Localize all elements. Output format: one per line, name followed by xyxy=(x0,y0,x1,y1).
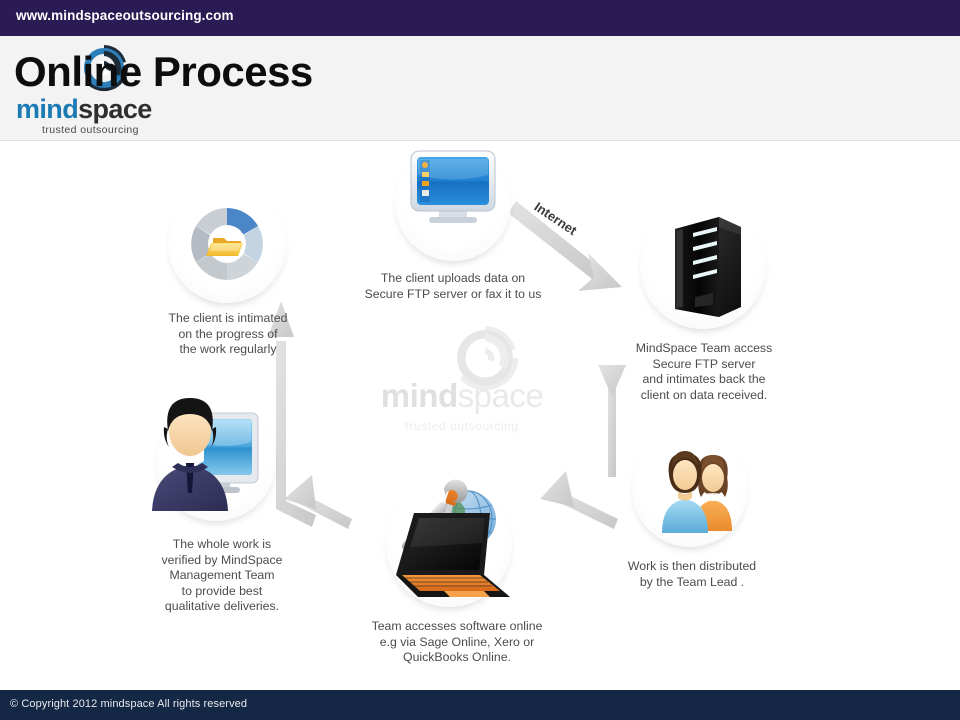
slide-footer: © Copyright 2012 mindspace All rights re… xyxy=(0,690,960,720)
node-caption: Work is then distributed by the Team Lea… xyxy=(627,559,757,589)
logo-word-space: space xyxy=(78,94,152,124)
copyright-text: © Copyright 2012 mindspace All rights re… xyxy=(10,698,248,710)
flow-arrows xyxy=(268,201,626,529)
slide-header-band xyxy=(0,36,960,141)
node-caption: The client uploads data on Secure FTP se… xyxy=(364,271,542,301)
arrow-management-to-client xyxy=(268,301,316,527)
arrow-teamlead-to-laptop xyxy=(540,471,618,529)
pie-folder-icon xyxy=(187,204,267,284)
laptop-tools-globe-icon xyxy=(372,471,522,611)
node-caption: The client is intimated on the progress … xyxy=(168,311,288,357)
diagram-canvas: mindspace trusted outsourcing xyxy=(0,141,960,690)
url-text: www.mindspaceoutsourcing.com xyxy=(16,8,234,23)
node-caption: The whole work is verified by MindSpace … xyxy=(161,537,283,614)
arrow-laptop-to-management xyxy=(284,475,352,529)
watermark-tagline: trusted outsourcing xyxy=(405,419,519,433)
node-caption: Team accesses software online e.g via Sa… xyxy=(371,619,543,665)
monitor-icon xyxy=(409,149,497,235)
brand-logo: mindspace trusted outsourcing xyxy=(14,45,164,136)
watermark-word-space: space xyxy=(457,377,544,414)
watermark-wordmark: mindspace xyxy=(352,377,572,415)
watermark-swirl-icon xyxy=(446,319,524,397)
mindspace-swirl-icon xyxy=(76,40,132,96)
logo-tagline: trusted outsourcing xyxy=(42,124,139,136)
browser-url-bar: www.mindspaceoutsourcing.com xyxy=(0,0,960,37)
node-caption: MindSpace Team access Secure FTP server … xyxy=(635,341,773,402)
watermark-logo: mindspace trusted outsourcing xyxy=(352,325,572,457)
arrow-server-to-teamlead xyxy=(598,365,626,477)
logo-wordmark: mindspace xyxy=(16,94,152,125)
server-rack-icon xyxy=(663,215,745,319)
two-users-icon xyxy=(642,443,738,535)
businessman-monitor-icon xyxy=(142,389,282,519)
page-title: Online Process xyxy=(14,48,313,95)
arrow-client-to-server xyxy=(508,201,622,291)
logo-word-mind: mind xyxy=(16,94,79,124)
watermark-word-mind: mind xyxy=(380,377,458,414)
